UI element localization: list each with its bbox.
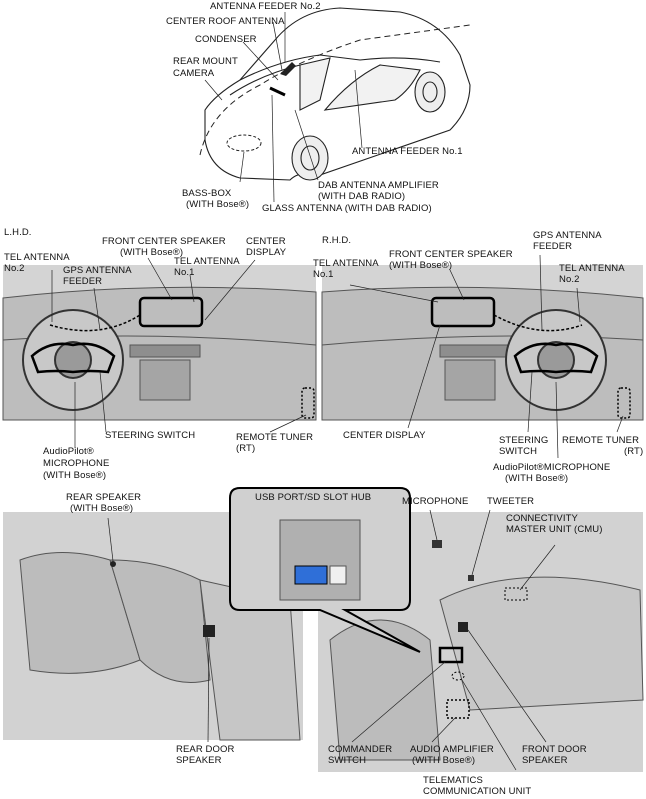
lhd-steering-wheel	[22, 309, 124, 411]
lhd-label-gps-a: GPS ANTENNA	[63, 265, 132, 276]
lhd-label-remote-tuner-b: (RT)	[236, 443, 256, 454]
lhd-leader-lines	[51, 257, 307, 448]
label-rear-mount-camera-2: CAMERA	[173, 68, 215, 79]
lhd-label-front-center-speaker-a: FRONT CENTER SPEAKER	[102, 236, 226, 247]
rhd-label-front-center-speaker-b: (WITH Bose®)	[389, 260, 453, 271]
label-glass-antenna: GLASS ANTENNA (WITH DAB RADIO)	[262, 203, 432, 214]
rhd-label-gps-b: FEEDER	[533, 241, 573, 252]
rhd-label-steering-switch-b: SWITCH	[499, 446, 538, 457]
label-antenna-feeder-1: ANTENNA FEEDER No.1	[352, 146, 463, 157]
label-rear-speaker-b: (WITH Bose®)	[70, 503, 134, 514]
tcu-outline	[451, 671, 465, 681]
lhd-title: L.H.D.	[4, 227, 32, 238]
roof-antenna-shape	[280, 62, 296, 76]
label-front-door-speaker-b: SPEAKER	[522, 755, 568, 766]
rhd-label-steering-switch-a: STEERING	[499, 435, 549, 446]
lhd-label-tel-antenna-2b: No.2	[4, 263, 25, 274]
rear-door-speaker-shape	[203, 625, 215, 637]
tweeter-shape	[468, 575, 474, 581]
rhd-title: R.H.D.	[322, 235, 352, 246]
lhd-label-steering-switch: STEERING SWITCH	[105, 430, 196, 441]
lhd-label-gps-b: FEEDER	[63, 276, 103, 287]
commander-switch-shape	[438, 646, 464, 664]
label-tcu-b: COMMUNICATION UNIT	[423, 786, 532, 797]
label-cmu-a: CONNECTIVITY	[506, 513, 578, 524]
rhd-label-audiopilot-b: (WITH Bose®)	[505, 473, 569, 484]
cmu-outline	[504, 587, 528, 601]
label-bass-box-1: BASS-BOX	[182, 188, 232, 199]
lhd-label-front-center-speaker-b: (WITH Bose®)	[120, 247, 184, 258]
glass-antenna-shape	[269, 86, 286, 97]
rhd-label-tel-antenna-2a: TEL ANTENNA	[559, 263, 625, 274]
label-rear-speaker-a: REAR SPEAKER	[66, 492, 142, 503]
rhd-gps-feeder-dashed	[493, 314, 583, 332]
microphone-shape	[432, 540, 442, 548]
rear-leader-lines	[107, 517, 210, 743]
label-rear-mount-camera-1: REAR MOUNT	[173, 56, 238, 67]
label-rear-door-speaker-a: REAR DOOR	[176, 744, 235, 755]
lhd-label-tel-antenna-1a: TEL ANTENNA	[174, 256, 240, 267]
rhd-label-remote-tuner-b: (RT)	[624, 446, 644, 457]
lhd-gps-feeder-dashed	[49, 314, 141, 332]
front-door-speaker-shape	[458, 622, 468, 632]
rhd-steering-switch-outline	[513, 342, 599, 374]
label-audio-amp-a: AUDIO AMPLIFIER	[410, 744, 494, 755]
label-dab-amp-2: (WITH DAB RADIO)	[318, 191, 406, 202]
rhd-label-remote-tuner-a: REMOTE TUNER	[562, 435, 640, 446]
label-condenser: CONDENSER	[195, 34, 257, 45]
label-tcu-a: TELEMATICS	[423, 775, 483, 786]
label-bass-box-2: (WITH Bose®)	[186, 199, 250, 210]
label-dab-amp-1: DAB ANTENNA AMPLIFIER	[318, 180, 439, 191]
lhd-label-tel-antenna-2a: TEL ANTENNA	[4, 252, 70, 263]
lhd-label-center-display-a: CENTER	[246, 236, 286, 247]
front-leader-lines	[351, 509, 556, 771]
rhd-leader-lines	[349, 254, 624, 459]
bass-box-outline	[226, 134, 262, 152]
label-antenna-feeder-2: ANTENNA FEEDER No.2	[210, 1, 321, 12]
rear-speaker-shape	[110, 561, 116, 567]
rhd-label-tel-antenna-1b: No.1	[313, 269, 334, 280]
label-audio-amp-b: (WITH Bose®)	[412, 755, 476, 766]
front-seat-illustration	[329, 576, 644, 761]
usb-hub-illustration	[279, 519, 361, 601]
lhd-label-audiopilot-b: MICROPHONE	[43, 458, 110, 469]
label-tweeter: TWEETER	[487, 496, 535, 507]
lhd-label-remote-tuner-a: REMOTE TUNER	[236, 432, 314, 443]
antenna-feeder-dashed-line	[199, 24, 471, 156]
lhd-label-tel-antenna-1b: No.1	[174, 267, 195, 278]
rhd-label-center-display: CENTER DISPLAY	[343, 430, 426, 441]
rhd-label-front-center-speaker-a: FRONT CENTER SPEAKER	[389, 249, 513, 260]
label-cmu-b: MASTER UNIT (CMU)	[506, 524, 603, 535]
lhd-label-audiopilot-a: AudioPilot®	[43, 446, 94, 457]
rear-seat-illustration	[19, 552, 301, 741]
label-usb-hub: USB PORT/SD SLOT HUB	[255, 492, 372, 503]
lhd-label-audiopilot-c: (WITH Bose®)	[43, 470, 107, 481]
rhd-remote-tuner-outline	[617, 387, 631, 419]
rhd-label-audiopilot-a: AudioPilot®MICROPHONE	[493, 462, 611, 473]
lhd-label-center-display-b: DISPLAY	[246, 247, 287, 258]
label-center-roof-antenna: CENTER ROOF ANTENNA	[166, 16, 285, 27]
rhd-label-tel-antenna-1a: TEL ANTENNA	[313, 258, 379, 269]
label-front-door-speaker-a: FRONT DOOR	[522, 744, 587, 755]
label-commander-switch-a: COMMANDER	[328, 744, 393, 755]
rhd-label-gps-a: GPS ANTENNA	[533, 230, 602, 241]
label-commander-switch-b: SWITCH	[328, 755, 367, 766]
lhd-steering-switch-outline	[30, 342, 116, 374]
label-rear-door-speaker-b: SPEAKER	[176, 755, 222, 766]
rhd-label-tel-antenna-2b: No.2	[559, 274, 580, 285]
label-microphone: MICROPHONE	[402, 496, 469, 507]
top-leader-lines	[204, 12, 363, 203]
car-body-illustration	[204, 7, 471, 181]
lhd-remote-tuner-outline	[301, 387, 315, 419]
